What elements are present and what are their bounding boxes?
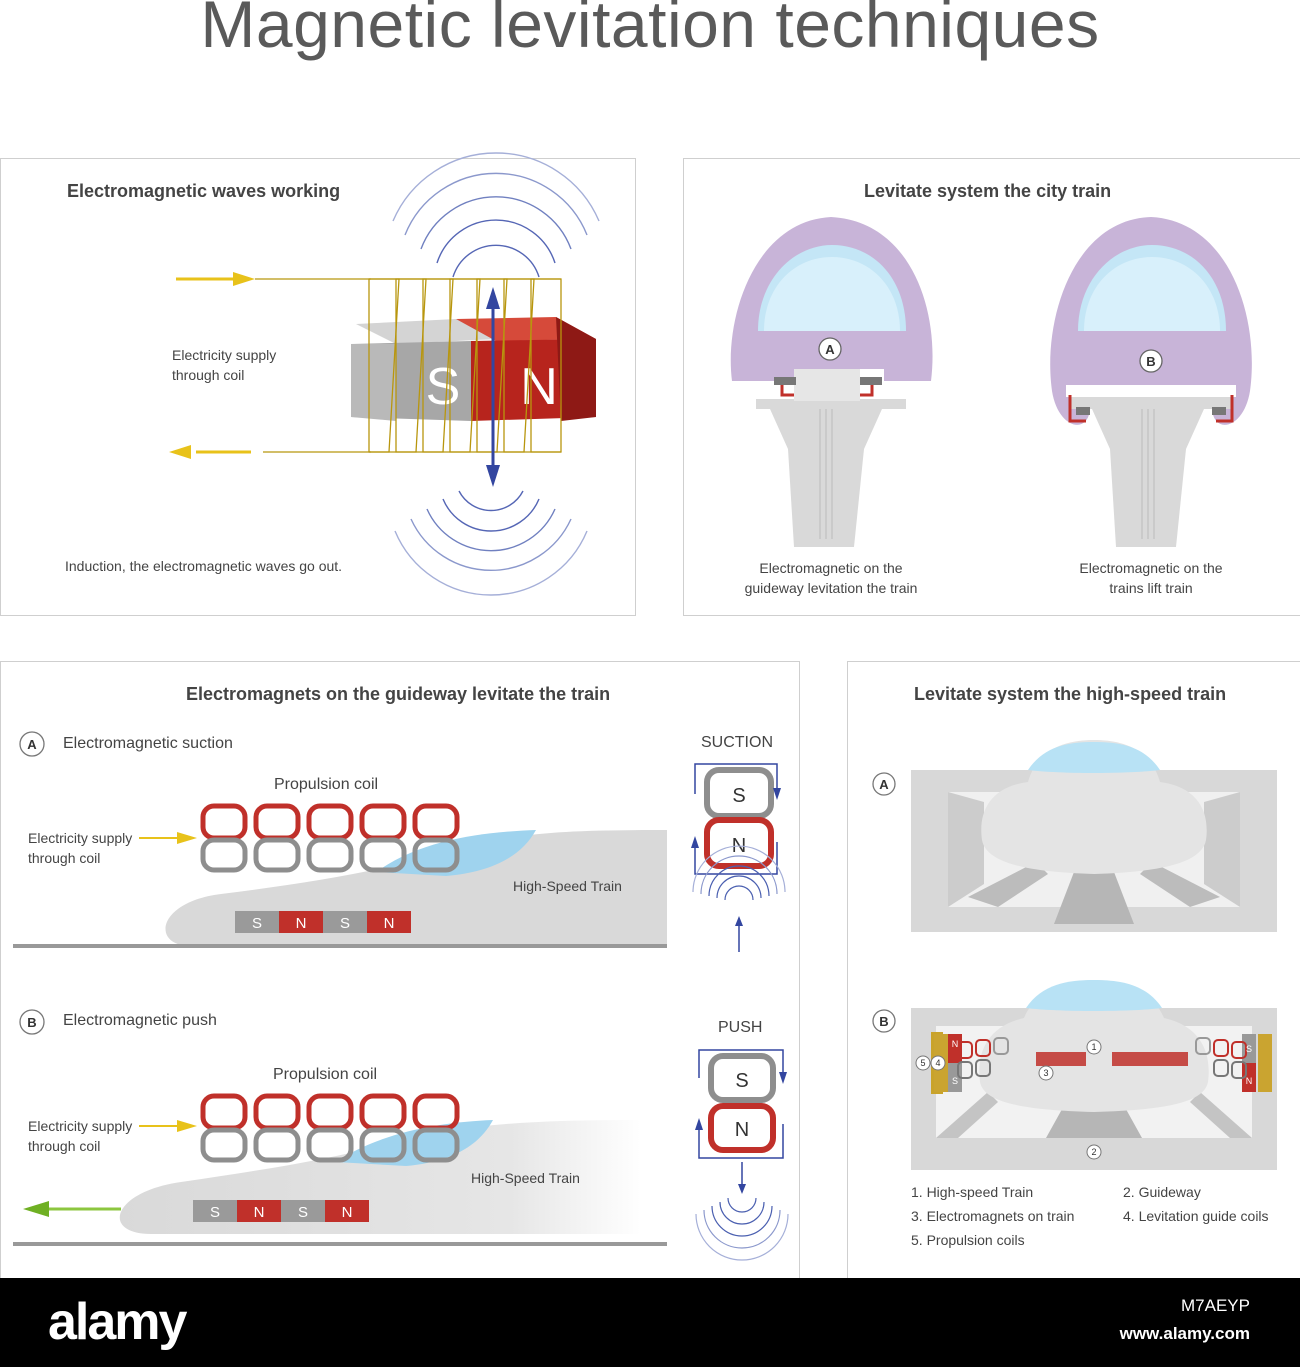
svg-text:S: S <box>298 1204 308 1221</box>
magnet-coil-diagram: S N <box>169 152 600 596</box>
marker-b-badge <box>19 1009 45 1035</box>
svg-text:S: S <box>340 915 350 932</box>
pole-n-label: N <box>520 358 558 416</box>
train-magnets-a <box>235 911 411 933</box>
panel-electromagnetic-waves: Electromagnetic waves working <box>0 152 636 616</box>
marker-a-badge <box>818 337 842 361</box>
panel-city-train: Levitate system the city train A <box>683 158 1300 616</box>
guideway-b <box>1070 397 1232 547</box>
city-train-b: B <box>1050 217 1252 547</box>
arrow-left-icon <box>23 1201 49 1217</box>
propulsion-coils-a <box>200 803 460 873</box>
coil-label-a: Propulsion coil <box>274 776 379 793</box>
svg-text:S: S <box>210 1204 220 1221</box>
legend-item: 2. Guideway <box>1123 1184 1201 1200</box>
legend-item: 5. Propulsion coils <box>911 1232 1025 1248</box>
svg-text:4: 4 <box>935 1058 940 1068</box>
svg-text:A: A <box>879 777 889 792</box>
train-magnets-b <box>193 1200 369 1222</box>
brand-logo: alamy <box>48 1293 187 1351</box>
train-label-a: High-Speed Train <box>513 878 622 894</box>
svg-text:A: A <box>27 737 37 752</box>
site-url: www.alamy.com <box>1119 1324 1250 1343</box>
svg-text:N: N <box>952 1039 959 1049</box>
callout-1 <box>1086 1039 1102 1055</box>
push-magnet-pair <box>695 1049 787 1159</box>
panel-title: Levitate system the high-speed train <box>914 684 1227 704</box>
legend-item: 3. Electromagnets on train <box>911 1208 1075 1224</box>
city-train-a: A <box>730 217 933 547</box>
svg-text:S: S <box>735 1070 748 1092</box>
svg-text:S: S <box>1246 1044 1252 1054</box>
coil-windings <box>368 278 562 453</box>
svg-text:2: 2 <box>1091 1147 1096 1157</box>
waves-caption: Induction, the electromagnetic waves go … <box>65 558 343 574</box>
callout-4 <box>930 1055 946 1071</box>
arrow-out-icon <box>169 445 191 459</box>
pole-s-label: S <box>426 358 461 416</box>
svg-text:N: N <box>384 915 395 932</box>
supply-label-a: Electricity supply through coil <box>28 830 133 866</box>
page-title: Magnetic levitation techniques <box>200 0 1100 61</box>
high-speed-cross-sections: A B <box>872 740 1277 1170</box>
cross-section-b <box>911 980 1277 1170</box>
svg-text:N: N <box>342 1204 353 1221</box>
supply-label: Electricity supply through coil <box>172 347 277 383</box>
panel-title: Levitate system the city train <box>864 181 1112 201</box>
svg-text:N: N <box>254 1204 265 1221</box>
caption-b: Electromagnetic on the trains lift train <box>1079 560 1223 596</box>
svg-text:B: B <box>1146 354 1155 369</box>
image-id: M7AEYP <box>1181 1296 1250 1315</box>
push-waves <box>695 1197 789 1261</box>
supply-label-b: Electricity supply through coil <box>28 1118 133 1154</box>
caption-a: Electromagnetic on the guideway levitati… <box>744 560 918 596</box>
guideway-a <box>756 399 906 547</box>
legend-item: 1. High-speed Train <box>911 1184 1034 1200</box>
train-label-b: High-Speed Train <box>471 1170 580 1186</box>
arrow-in-icon <box>233 272 255 286</box>
svg-text:1: 1 <box>1091 1042 1096 1052</box>
marker-b-badge <box>872 1009 896 1033</box>
panel-title: Electromagnets on the guideway levitate … <box>186 684 611 704</box>
svg-text:N: N <box>735 1119 749 1141</box>
svg-text:S: S <box>252 915 262 932</box>
section-a-heading: Electromagnetic suction <box>63 735 233 752</box>
arrow-down-icon <box>486 465 500 487</box>
suction-waves <box>692 845 786 901</box>
svg-text:3: 3 <box>1043 1068 1048 1078</box>
city-train-diagrams: A B <box>730 217 1252 547</box>
watermark-footer: alamy M7AEYP www.alamy.com <box>0 1278 1300 1367</box>
side-title-suction: SUCTION <box>701 734 773 751</box>
svg-text:N: N <box>1246 1076 1253 1086</box>
marker-b-badge <box>1139 349 1163 373</box>
arrow-up-icon <box>486 287 500 309</box>
svg-text:N: N <box>296 915 307 932</box>
callout-3 <box>1038 1065 1054 1081</box>
callout-2 <box>1086 1144 1102 1160</box>
suction-diagram: A S N S N <box>13 731 789 1261</box>
propulsion-coils-b <box>200 1093 460 1163</box>
panel-high-speed-train: Levitate system the high-speed train A B <box>847 661 1300 1279</box>
callout-5 <box>915 1055 931 1071</box>
arrow-right-icon <box>177 1120 197 1132</box>
cross-section-a <box>911 740 1277 932</box>
svg-text:B: B <box>879 1014 888 1029</box>
marker-a-badge <box>19 731 45 757</box>
svg-text:S: S <box>732 785 745 807</box>
svg-text:5: 5 <box>920 1058 925 1068</box>
svg-text:S: S <box>952 1076 958 1086</box>
section-b-heading: Electromagnetic push <box>63 1012 217 1029</box>
side-title-push: PUSH <box>718 1019 763 1036</box>
marker-a-badge <box>872 772 896 796</box>
suction-magnet-pair <box>691 763 781 875</box>
coil-label-b: Propulsion coil <box>273 1066 378 1083</box>
lower-waves <box>394 490 588 596</box>
panel-title: Electromagnetic waves working <box>67 181 341 201</box>
panel-guideway-levitate: Electromagnets on the guideway levitate … <box>0 661 800 1279</box>
legend-item: 4. Levitation guide coils <box>1123 1208 1269 1224</box>
svg-text:A: A <box>825 342 835 357</box>
svg-text:B: B <box>27 1015 36 1030</box>
upper-waves <box>392 152 600 278</box>
arrow-right-icon <box>177 832 197 844</box>
